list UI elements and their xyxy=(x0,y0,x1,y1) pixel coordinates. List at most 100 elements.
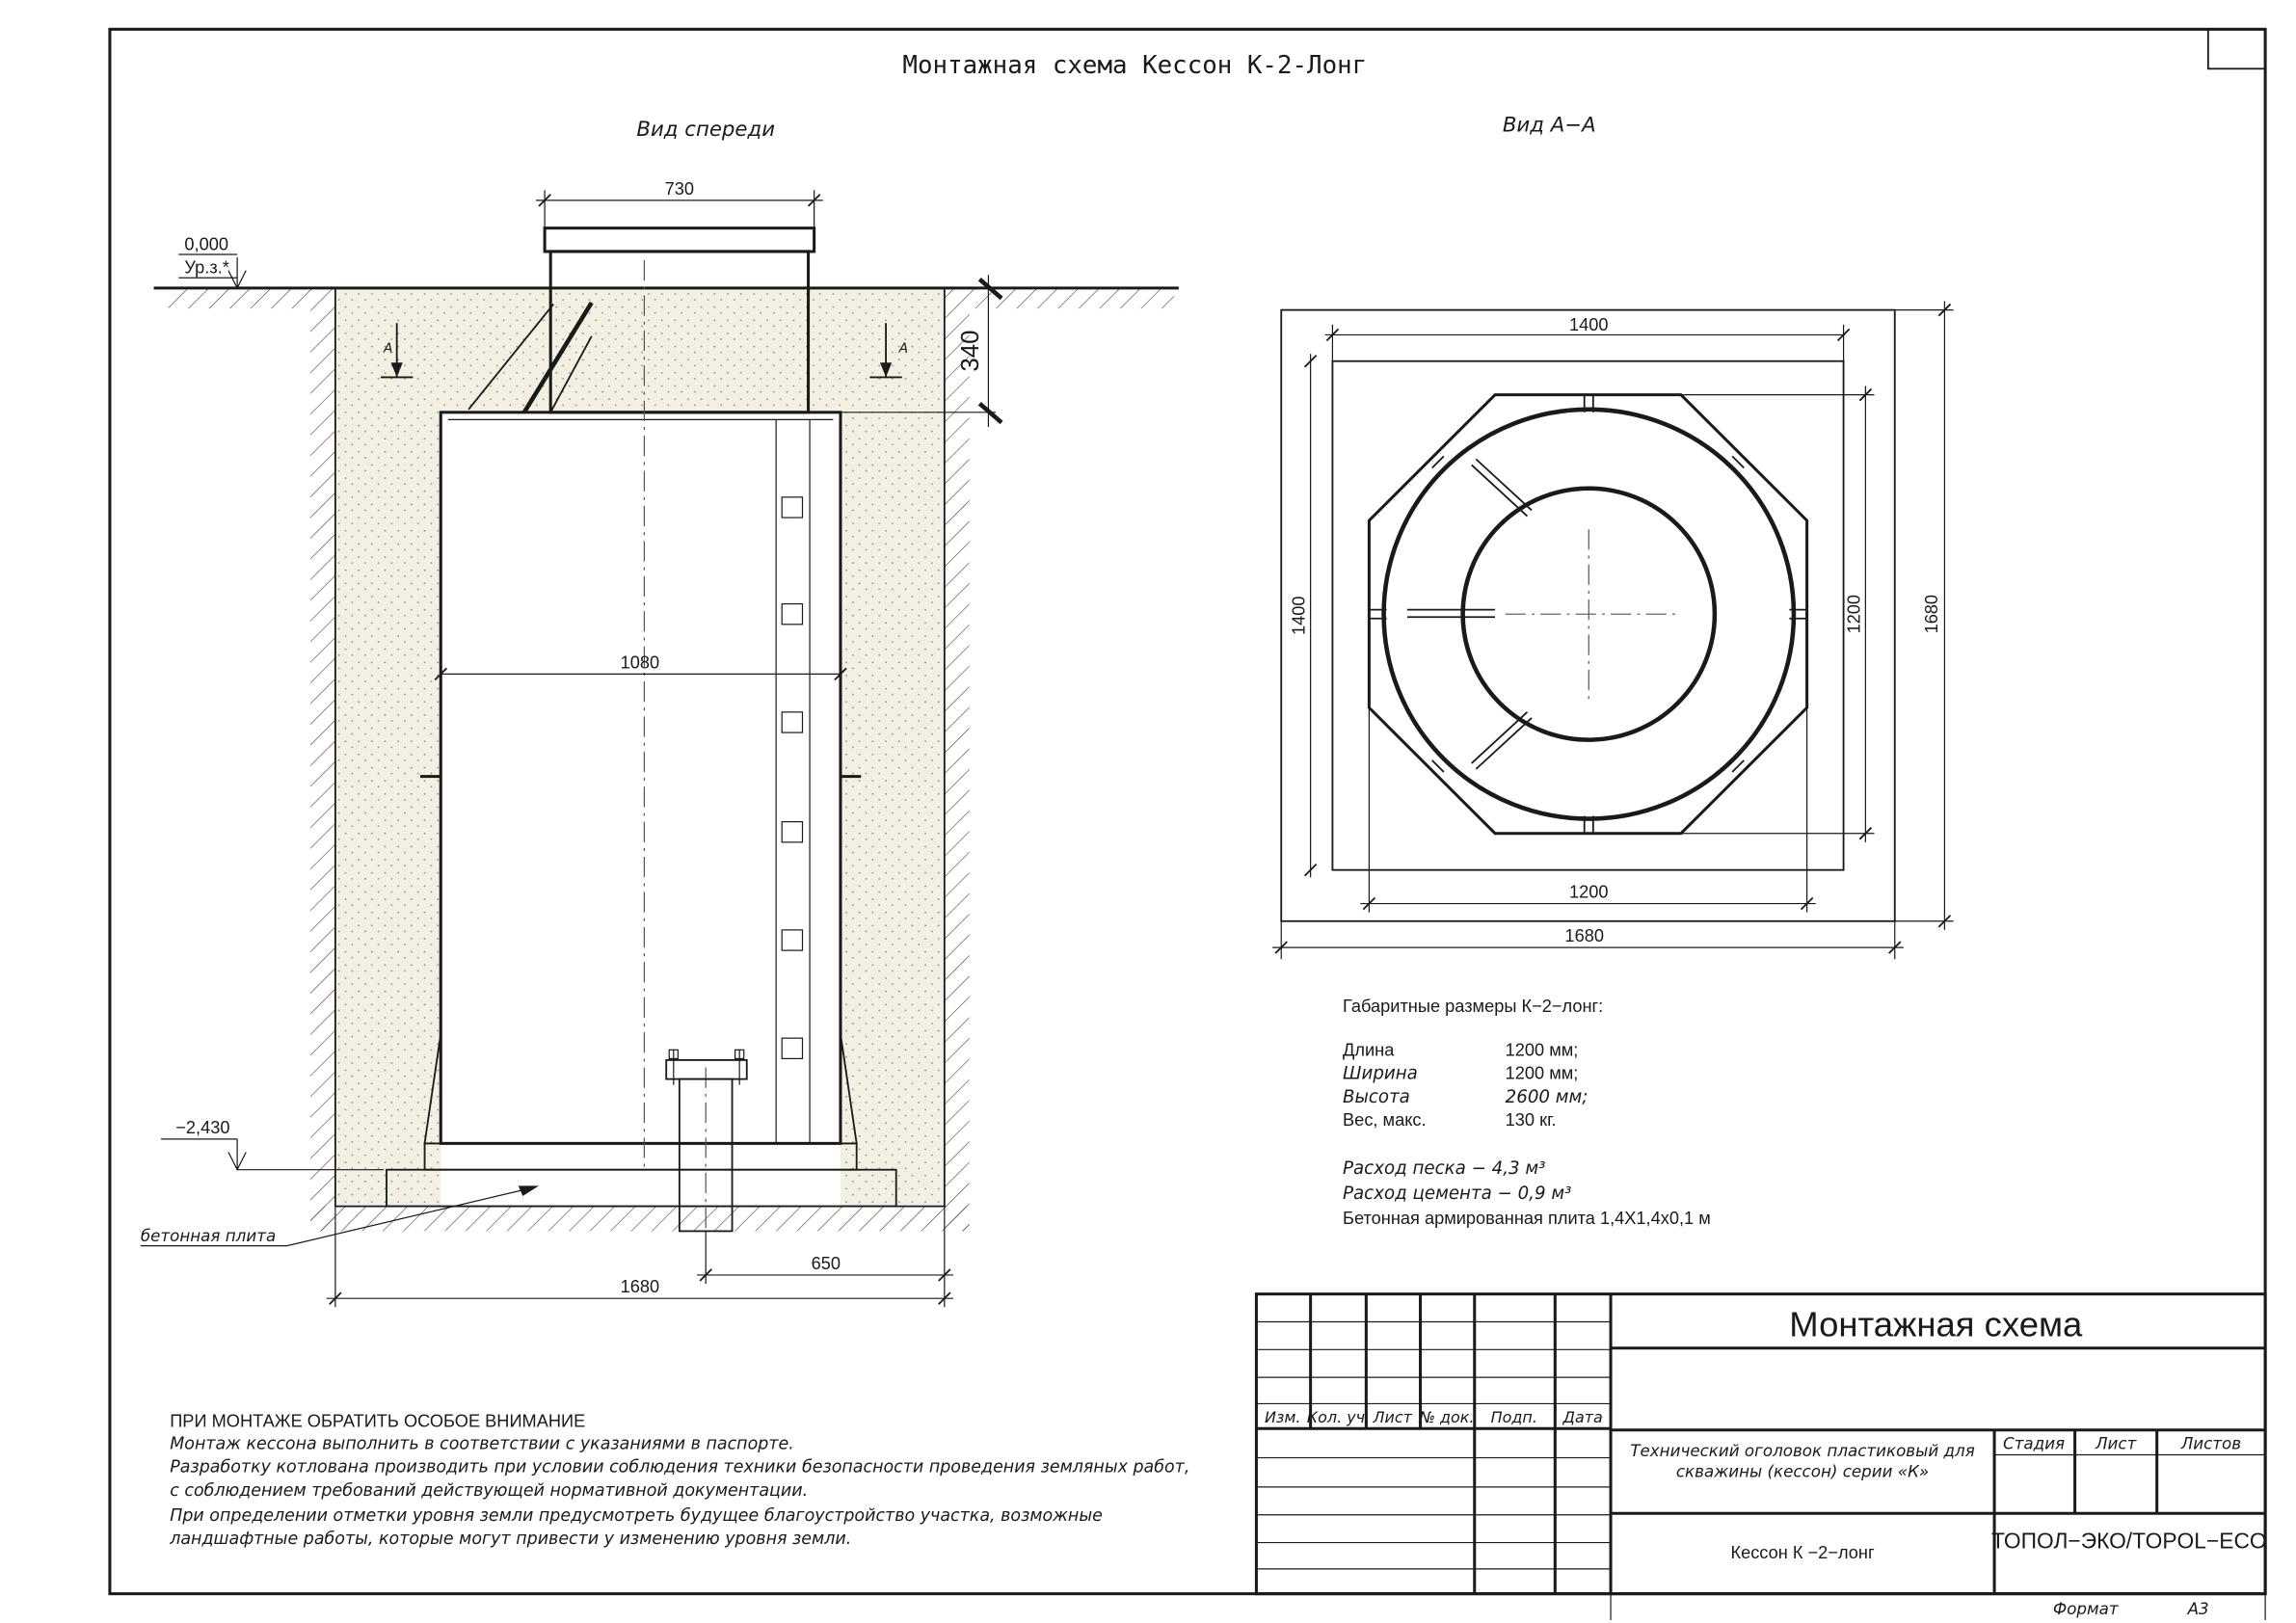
tb-format-value: А3 xyxy=(2187,1600,2209,1618)
soil-left xyxy=(310,287,335,1232)
level-top-sub: Ур.з.* xyxy=(184,258,228,278)
octagon-lug xyxy=(1431,759,1445,773)
rib xyxy=(1471,464,1529,518)
caisson-body xyxy=(439,411,842,1145)
ladder-rail-inner xyxy=(549,335,593,413)
dim-tick xyxy=(1800,896,1814,911)
dim-tick xyxy=(977,402,1003,425)
rib xyxy=(1475,717,1533,770)
tb-product: Кессон К −2−лонг xyxy=(1730,1543,1875,1562)
dim-tick xyxy=(434,667,447,681)
section-letter-right: А xyxy=(898,341,908,357)
dim-tick xyxy=(329,1291,342,1305)
slab-leader-arrow xyxy=(518,1185,540,1197)
dim-body-width: 1080 xyxy=(621,652,660,672)
tb-company: ТОПОЛ−ЭКО/TOPOL−ECO xyxy=(1991,1529,2267,1554)
spec-label: Вес, макс. xyxy=(1343,1110,1427,1130)
title-block xyxy=(1254,1292,2267,1620)
drawing-title: Монтажная схема Кессон К-2-Лонг xyxy=(902,51,1367,80)
spec-label: Ширина xyxy=(1343,1064,1418,1084)
slab-label: бетонная плита xyxy=(141,1227,276,1245)
octagon-lug xyxy=(1731,455,1745,469)
dim-depth: 340 xyxy=(957,331,984,372)
soil-right xyxy=(944,287,970,1232)
tb-header-kol: Кол. уч. xyxy=(1307,1408,1370,1426)
section-outer-backfill xyxy=(1280,308,1896,922)
spec-value: 130 кг. xyxy=(1506,1110,1557,1130)
tb-header-data: Дата xyxy=(1562,1408,1603,1426)
octagon-lug xyxy=(1431,455,1445,469)
section-letter-left: А xyxy=(383,341,392,357)
dim-tick xyxy=(807,194,821,207)
note-line: ландшафтные работы, которые могут привес… xyxy=(169,1530,851,1549)
flange-nut xyxy=(734,1049,745,1059)
concrete-slab xyxy=(386,1168,897,1208)
section-arrow-left xyxy=(390,362,403,378)
ladder-rail-outer xyxy=(521,301,594,414)
dim-tick xyxy=(1937,303,1952,317)
caisson-outer-circle xyxy=(1381,407,1797,821)
tb-header-list: Лист xyxy=(1372,1408,1412,1426)
soil-top-right xyxy=(969,287,1175,309)
section-slab xyxy=(1331,359,1845,871)
front-view-label: Вид спереди xyxy=(636,118,775,142)
specs-heading: Габаритные размеры К−2−лонг: xyxy=(1343,997,1603,1016)
dim-offset: 650 xyxy=(812,1254,841,1273)
dim-tick xyxy=(977,278,1003,301)
backfill-right xyxy=(840,287,945,1207)
section-view-label: Вид А−А xyxy=(1503,114,1596,138)
caisson-lid xyxy=(543,226,816,253)
dim-tick xyxy=(1303,355,1318,368)
spec-value: 1200 мм; xyxy=(1506,1040,1579,1059)
tb-description-2: скважины (кессон) серии «К» xyxy=(1676,1462,1929,1480)
caisson-base-flange xyxy=(423,1142,858,1171)
dim-tick xyxy=(938,1291,951,1305)
dim-tick xyxy=(1325,328,1340,342)
rib xyxy=(1471,711,1529,764)
tb-sheets-header: Листов xyxy=(2180,1434,2241,1452)
ladder-step xyxy=(781,929,804,951)
level-bottom-marker xyxy=(227,1138,385,1172)
tb-main-title: Монтажная схема xyxy=(1789,1305,2083,1344)
tb-format-label: Формат xyxy=(2053,1600,2120,1618)
sheet-frame xyxy=(108,27,2267,1596)
note-line: с соблюдением требований действующей нор… xyxy=(170,1481,808,1501)
spec-cement: Расход цемента − 0,9 м³ xyxy=(1343,1184,1571,1204)
dim-tick xyxy=(1858,827,1873,840)
soil-bottom xyxy=(310,1206,970,1232)
dim-tick xyxy=(1274,941,1288,954)
tb-header-izm: Изм. xyxy=(1265,1408,1301,1426)
tb-stage-header: Стадия xyxy=(2003,1434,2065,1452)
spec-value: 2600 мм; xyxy=(1506,1087,1589,1107)
dim-tick xyxy=(1858,387,1873,402)
rib xyxy=(1475,458,1533,512)
dim-tick xyxy=(699,1268,712,1282)
notes-heading: ПРИ МОНТАЖЕ ОБРАТИТЬ ОСОБОЕ ВНИМАНИЕ xyxy=(170,1412,585,1431)
level-top-marker xyxy=(227,257,247,290)
neck-brace xyxy=(467,303,554,411)
level-bottom: −2,430 xyxy=(175,1118,229,1137)
well-flange xyxy=(665,1058,748,1080)
note-line: Разработку котлована производить при усл… xyxy=(170,1458,1189,1477)
ladder-step xyxy=(781,1037,804,1059)
soil-top-left xyxy=(168,287,311,309)
dim-tick xyxy=(1888,941,1902,954)
ladder-step xyxy=(781,711,804,733)
note-line: Монтаж кессона выполнить в соответствии … xyxy=(170,1434,794,1453)
dim-tick xyxy=(1303,863,1318,877)
tb-header-doc: № док. xyxy=(1418,1408,1474,1426)
section-arrow-right xyxy=(879,362,893,378)
spec-slab: Бетонная армированная плита 1,4Х1,4х0,1 … xyxy=(1343,1209,1711,1228)
dim-left: 1400 xyxy=(1290,596,1309,634)
backfill-top xyxy=(441,287,841,412)
tb-description-1: Технический оголовок пластиковый для xyxy=(1630,1442,1974,1460)
flange-nut xyxy=(668,1049,679,1059)
dim-tick xyxy=(538,194,551,207)
dim-tick xyxy=(1937,915,1952,928)
spec-label: Длина xyxy=(1343,1040,1395,1059)
dim-inner-right: 1200 xyxy=(1844,595,1863,633)
dim-inner-bottom: 1200 xyxy=(1569,883,1609,902)
sheet-corner-box xyxy=(2206,28,2267,70)
spec-sand: Расход песка − 4,3 м³ xyxy=(1343,1158,1545,1179)
